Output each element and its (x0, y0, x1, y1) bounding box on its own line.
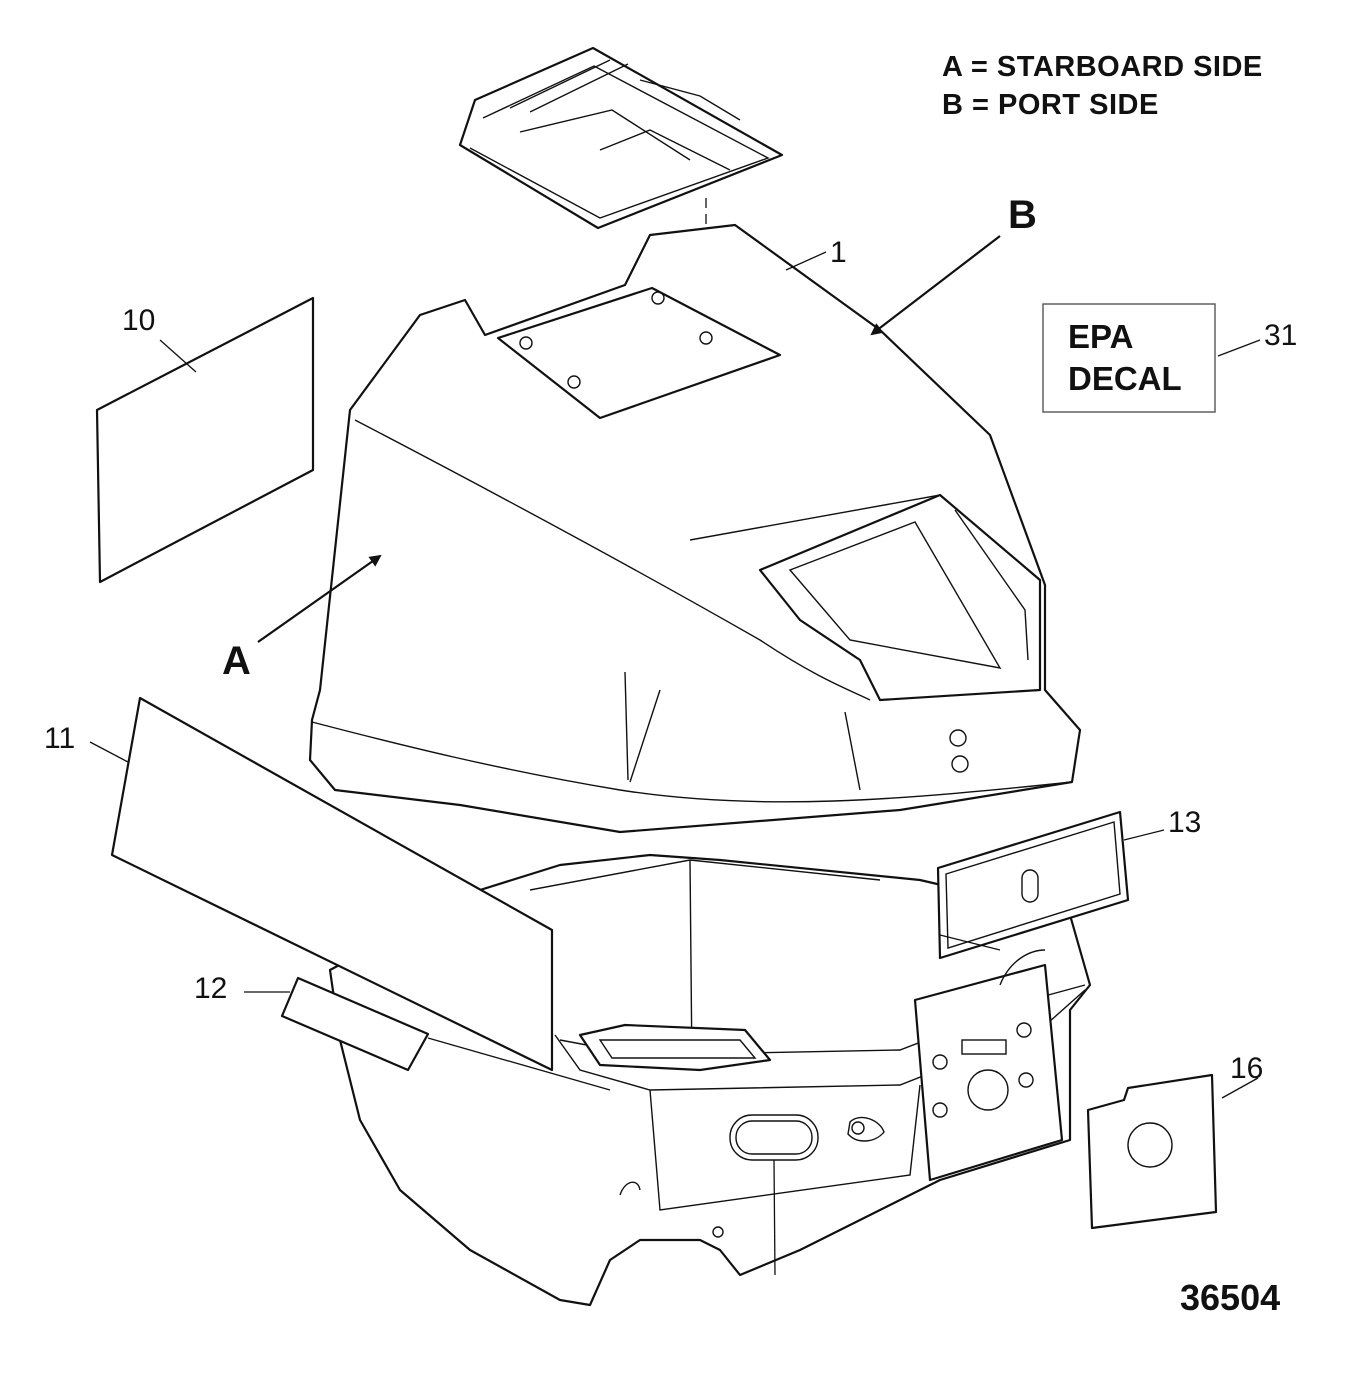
top-cowl-cover (458, 46, 784, 230)
arrow-a (257, 554, 382, 643)
callout-10: 10 (122, 304, 155, 337)
callout-1: 1 (830, 236, 847, 269)
decal-13 (936, 810, 1130, 960)
arrow-b (870, 235, 1001, 336)
upper-cowl (308, 223, 1082, 834)
callout-13: 13 (1168, 806, 1201, 839)
decal-16 (1086, 1073, 1218, 1230)
legend-port: B = PORT SIDE (942, 89, 1159, 121)
callout-16: 16 (1230, 1052, 1263, 1085)
callout-12: 12 (194, 972, 227, 1005)
side-label-b: B (1008, 193, 1037, 237)
epa-decal-line2: DECAL (1068, 360, 1182, 397)
figure-number: 36504 (1180, 1277, 1280, 1318)
decal-12 (280, 976, 430, 1072)
legend-starboard: A = STARBOARD SIDE (942, 51, 1263, 83)
epa-decal-line1: EPA (1068, 318, 1133, 355)
decal-11 (110, 696, 554, 1072)
callout-11: 11 (44, 722, 75, 755)
epa-decal-box: EPA DECAL (1042, 303, 1216, 413)
decal-10 (95, 296, 315, 584)
callout-31: 31 (1264, 319, 1297, 352)
side-label-a: A (222, 639, 251, 683)
